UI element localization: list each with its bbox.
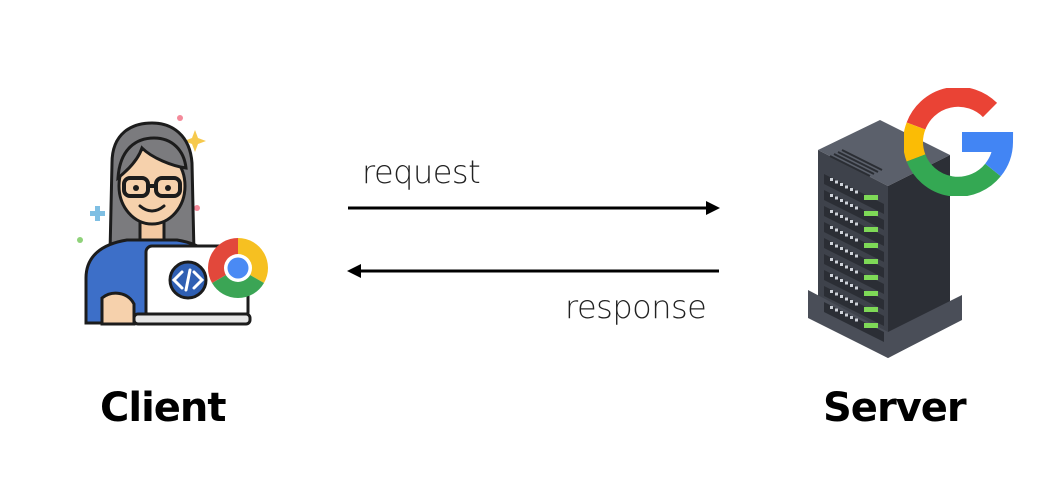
server-port <box>840 199 843 202</box>
code-brackets-icon <box>168 260 208 300</box>
server-port <box>855 286 858 290</box>
server-port <box>845 313 848 317</box>
response-arrow <box>347 264 719 278</box>
client-illustration <box>77 115 268 326</box>
server-port <box>835 308 838 312</box>
server-port <box>850 236 853 239</box>
server-port <box>855 222 858 226</box>
server-drive-row <box>824 174 884 214</box>
server-port <box>840 311 843 314</box>
server-port <box>850 220 853 223</box>
server-drive-row <box>824 190 884 230</box>
server-port <box>850 316 853 319</box>
server-port <box>840 183 843 186</box>
server-port <box>855 302 858 306</box>
server-port <box>850 300 853 303</box>
server-port <box>855 318 858 322</box>
server-port <box>850 284 853 287</box>
server-led <box>864 291 878 296</box>
chrome-icon <box>208 238 268 298</box>
request-label: request <box>362 153 481 191</box>
server-port <box>830 290 833 293</box>
sparkle-icons <box>77 115 206 243</box>
server-led <box>864 259 878 264</box>
server-drive-row <box>824 270 884 310</box>
server-port <box>855 254 858 258</box>
server-port <box>845 281 848 285</box>
server-drive-rows <box>824 174 884 342</box>
server-led <box>864 195 878 200</box>
server-port <box>840 247 843 250</box>
server-port <box>830 258 833 261</box>
server-port <box>840 263 843 266</box>
server-port <box>845 217 848 221</box>
server-port <box>835 260 838 264</box>
client-label: Client <box>100 385 227 431</box>
server-port <box>840 295 843 298</box>
request-arrow <box>348 201 720 215</box>
server-port <box>835 292 838 296</box>
server-port <box>855 270 858 274</box>
server-port <box>835 212 838 216</box>
server-led <box>864 227 878 232</box>
server-port <box>830 178 833 181</box>
server-port <box>840 215 843 218</box>
server-port <box>840 279 843 282</box>
server-port <box>855 238 858 242</box>
server-port <box>845 297 848 301</box>
server-port <box>835 228 838 232</box>
server-port <box>845 249 848 253</box>
server-port <box>845 265 848 269</box>
server-port <box>830 194 833 197</box>
server-port <box>835 276 838 280</box>
server-port <box>830 306 833 309</box>
server-rack-icon <box>808 120 962 358</box>
server-label: Server <box>823 385 967 431</box>
server-port <box>850 252 853 255</box>
server-port <box>855 190 858 194</box>
server-port <box>830 210 833 213</box>
server-drive-row <box>824 286 884 326</box>
server-drive-row <box>824 254 884 294</box>
server-led <box>864 307 878 312</box>
server-port <box>835 180 838 184</box>
server-port <box>835 244 838 248</box>
server-port <box>845 233 848 237</box>
server-port <box>845 201 848 205</box>
server-drive-row <box>824 302 884 342</box>
server-port <box>840 231 843 234</box>
server-port <box>835 196 838 200</box>
server-port <box>845 185 848 189</box>
google-g-icon <box>904 88 1014 196</box>
server-led <box>864 243 878 248</box>
server-drive-row <box>824 238 884 278</box>
server-drive-row <box>824 206 884 246</box>
server-port <box>830 226 833 229</box>
server-drive-row <box>824 222 884 262</box>
server-port <box>850 204 853 207</box>
response-label: response <box>565 288 707 326</box>
server-port <box>830 242 833 245</box>
server-port <box>850 188 853 191</box>
server-port <box>830 274 833 277</box>
server-port <box>850 268 853 271</box>
server-led <box>864 211 878 216</box>
server-led <box>864 323 878 328</box>
server-led <box>864 275 878 280</box>
server-port <box>855 206 858 210</box>
